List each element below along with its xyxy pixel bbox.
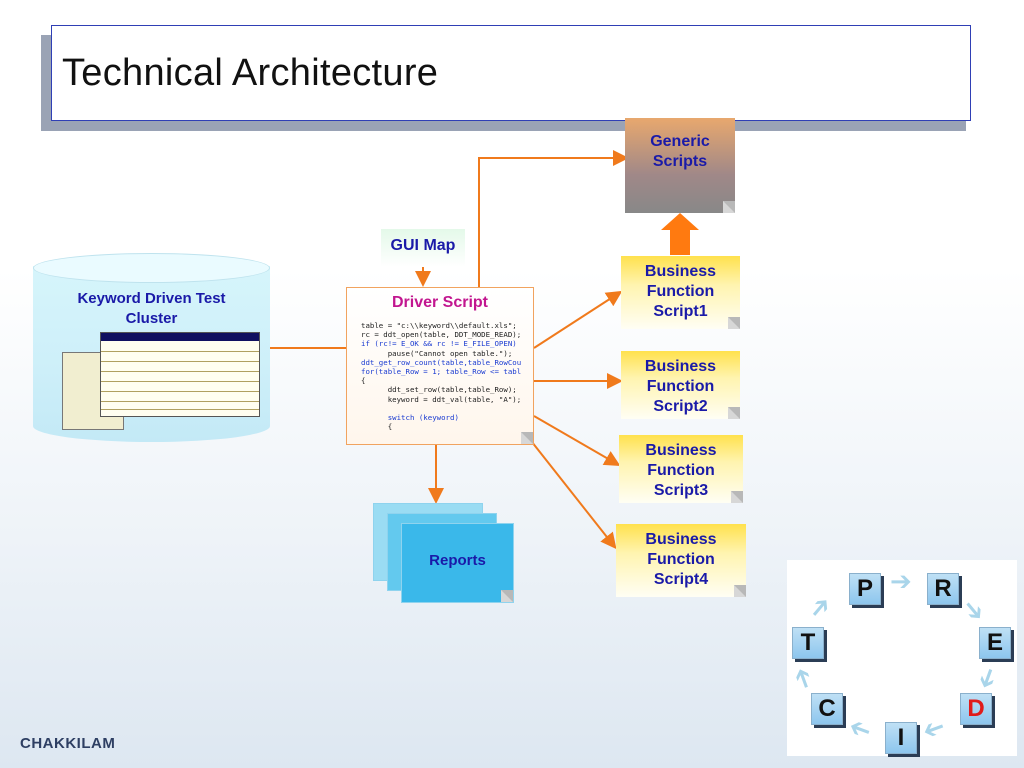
driver-to-bfs4-arrow: [527, 436, 617, 550]
gui-map-label: GUI Map: [390, 237, 456, 254]
driver-to-bfs3-arrow: [533, 415, 621, 467]
driver-to-generic-arrow: [478, 150, 629, 287]
code-line: ddt_get_row_count(table,table_RowCou: [361, 357, 522, 367]
business-script-label: Business Function Script2: [644, 358, 717, 415]
page-fold: [728, 407, 740, 419]
business-script-label: Business Function Script1: [644, 263, 717, 320]
letter-t: T: [792, 627, 824, 659]
code-line: {: [361, 422, 393, 432]
bfs1-to-generic-arrow: [661, 213, 699, 255]
letter-r: R: [927, 573, 959, 605]
driver-script-title: Driver Script: [391, 294, 489, 311]
letter-p: P: [849, 573, 881, 605]
code-line: ddt_set_row(table,table_Row);: [361, 385, 517, 395]
cycle-arrow-icon: ➔: [801, 589, 839, 626]
cycle-arrow-icon: ➔: [844, 712, 876, 748]
letter-e: E: [979, 627, 1011, 659]
letter-i: I: [885, 722, 917, 754]
page-fold: [723, 201, 735, 213]
company-logo: CHAKKILAM: [20, 735, 116, 752]
business-script-label: Business Function Script4: [645, 531, 717, 588]
cylinder-top: [33, 253, 270, 283]
driver-to-bfs1-arrow: [533, 290, 623, 349]
business-script-3: Business Function Script3: [619, 435, 743, 503]
gui-map-note: GUI Map: [381, 229, 465, 267]
generic-scripts-label: Generic Scripts: [650, 133, 710, 170]
report-page-front: [401, 523, 514, 603]
page-fold: [731, 491, 743, 503]
generic-scripts-note: Generic Scripts: [625, 118, 735, 213]
page-fold: [734, 585, 746, 597]
cycle-arrow-icon: ➔: [970, 663, 1007, 695]
letter-c: C: [811, 693, 843, 725]
code-line: table = "c:\\keyword\\default.xls";: [361, 321, 517, 330]
letter-d: D: [960, 693, 992, 725]
driver-script-note: Driver Script table = "c:\\keyword\\defa…: [346, 287, 534, 445]
reports-label: Reports: [429, 552, 486, 569]
predict-cycle-panel: P R E D I C T ➔ ➔ ➔ ➔ ➔ ➔ ➔: [784, 560, 1017, 756]
cycle-arrow-icon: ➔: [955, 592, 993, 629]
page-fold: [521, 432, 533, 444]
cycle-arrow-icon: ➔: [918, 712, 950, 748]
page-fold: [728, 317, 740, 329]
cycle-arrow-icon: ➔: [890, 566, 912, 596]
slide-title: Technical Architecture: [62, 52, 439, 94]
code-line: for(table_Row = 1; table_Row <= tabl: [361, 367, 522, 377]
code-line: {: [361, 376, 366, 386]
business-script-2: Business Function Script2: [621, 351, 740, 419]
business-script-1: Business Function Script1: [621, 256, 740, 329]
code-line: pause("Cannot open table.");: [361, 348, 513, 358]
business-script-label: Business Function Script3: [645, 442, 717, 499]
code-line: if (rc!= E_OK && rc != E_FILE_OPEN): [361, 339, 517, 349]
code-line: rc = ddt_open(table, DDT_MODE_READ);: [361, 330, 522, 340]
spreadsheet-thumbnail: [100, 332, 260, 417]
code-line: switch (keyword): [361, 413, 459, 423]
page-fold: [501, 590, 513, 602]
code-line: keyword = ddt_val(table, "A");: [361, 394, 522, 404]
cycle-arrow-icon: ➔: [784, 663, 821, 695]
business-script-4: Business Function Script4: [616, 524, 746, 597]
driver-code: table = "c:\\keyword\\default.xls";rc = …: [361, 321, 521, 431]
title-box: [51, 25, 971, 121]
code-line: [361, 404, 521, 413]
cluster-label: Keyword Driven Test Cluster: [77, 290, 226, 327]
